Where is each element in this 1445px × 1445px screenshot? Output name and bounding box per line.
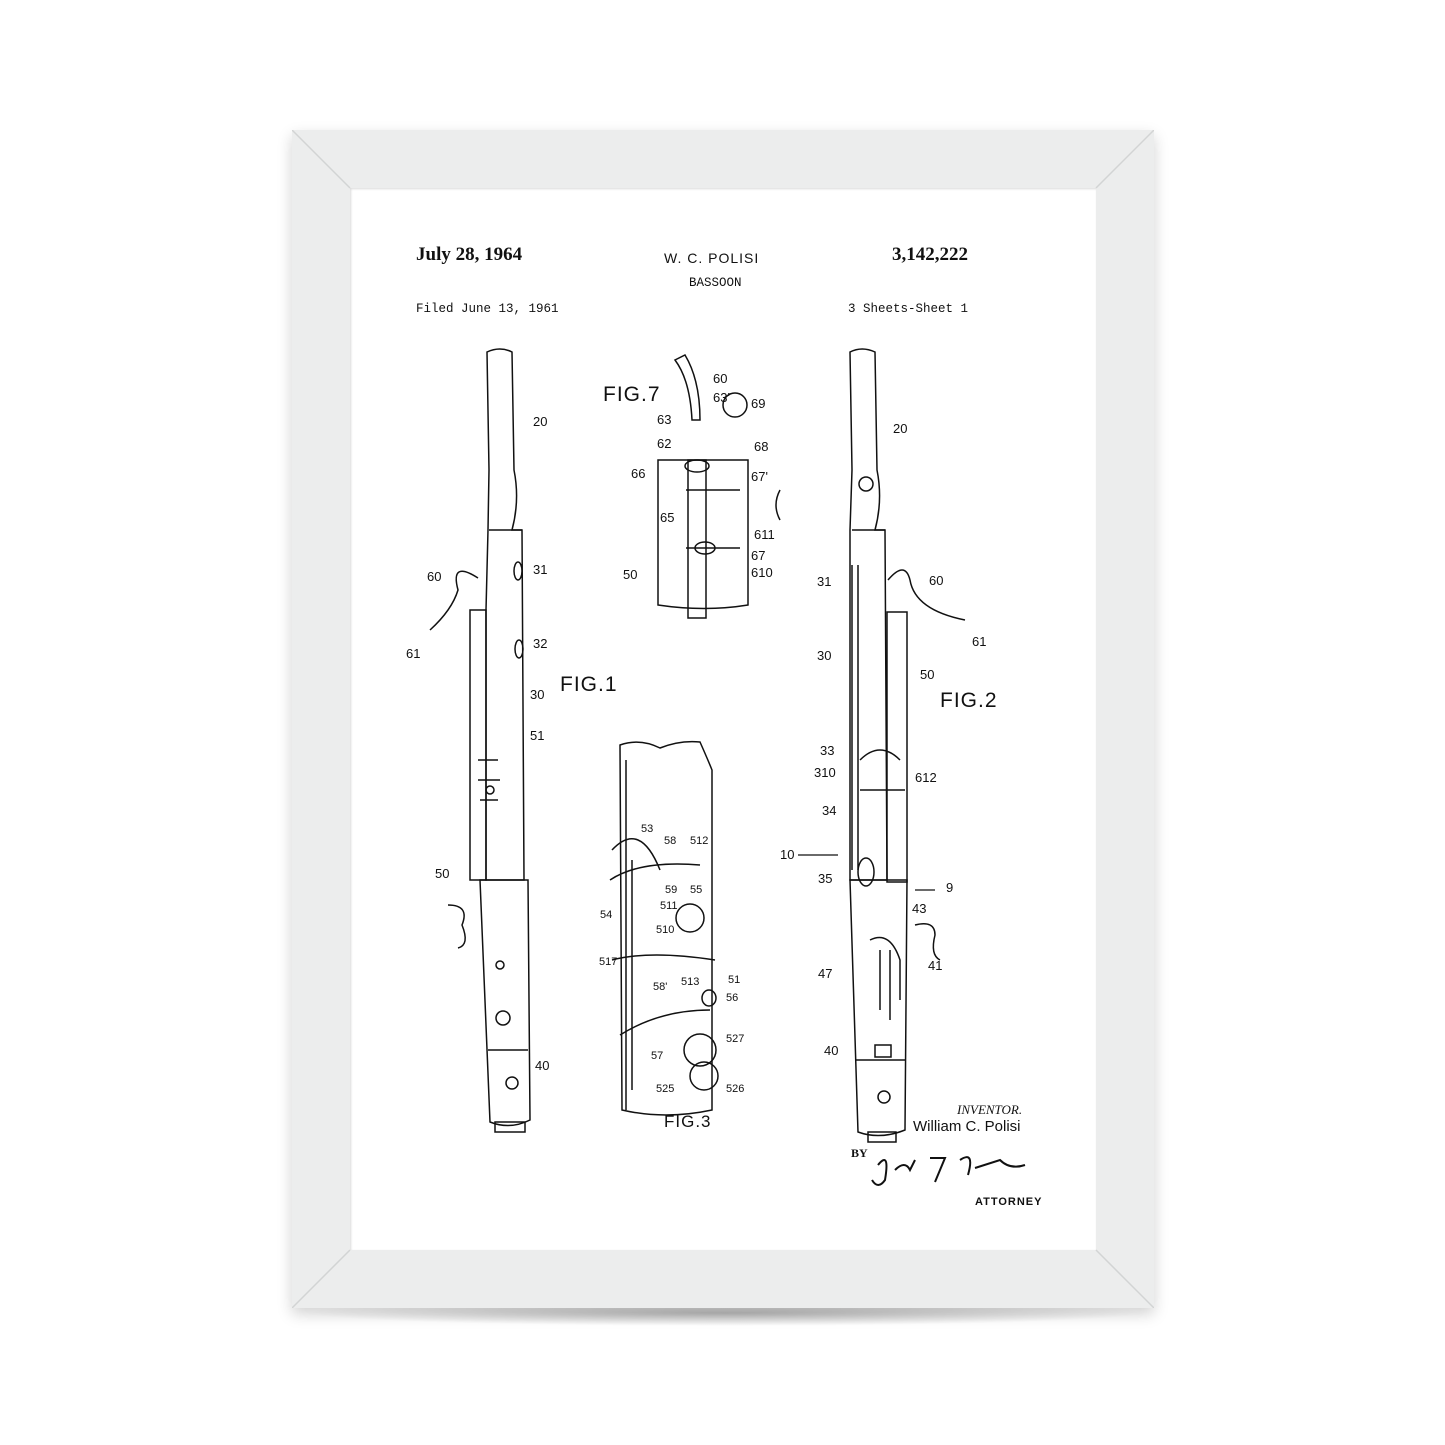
fig2-label: 30 xyxy=(817,648,832,663)
inventor-caption: INVENTOR. xyxy=(957,1102,1023,1117)
fig2-label: 10 xyxy=(780,847,795,862)
patent-date: July 28, 1964 xyxy=(416,244,523,265)
fig1-label: 51 xyxy=(530,728,545,743)
fig7-label: 67' xyxy=(751,469,768,484)
fig7-detail-drawing xyxy=(657,354,781,619)
fig7-label: 63' xyxy=(713,390,730,405)
fig2-label: 60 xyxy=(929,573,944,588)
fig1-label: 20 xyxy=(533,414,548,429)
fig1-label: 40 xyxy=(535,1058,550,1073)
fig1-label: 31 xyxy=(533,562,548,577)
fig2-label: 34 xyxy=(822,803,837,818)
fig7-label: 69 xyxy=(751,396,766,411)
fig3-label: 59 xyxy=(665,884,678,896)
fig3-label: 58' xyxy=(653,981,668,993)
fig3-label: 56 xyxy=(726,992,739,1004)
fig3-label: 53 xyxy=(641,823,654,835)
fig1-label: 30 xyxy=(530,687,545,702)
fig2-title: FIG.2 xyxy=(940,689,998,712)
fig2-label: 47 xyxy=(818,966,833,981)
fig3-label: 57 xyxy=(651,1050,664,1062)
fig2-label: 9 xyxy=(946,880,954,895)
fig3-label: 517 xyxy=(599,956,618,968)
fig3-label: 526 xyxy=(726,1083,745,1095)
fig3-title: FIG.3 xyxy=(664,1112,712,1131)
fig2-label: 50 xyxy=(920,667,935,682)
fig7-label: 63 xyxy=(657,412,672,427)
fig2-label: 40 xyxy=(824,1043,839,1058)
fig3-label: 54 xyxy=(600,909,613,921)
fig3-label: 55 xyxy=(690,884,703,896)
fig3-label: 513 xyxy=(681,976,700,988)
sheet-count: 3 Sheets-Sheet 1 xyxy=(848,302,969,316)
fig1-label: 60 xyxy=(427,569,442,584)
fig7-label: 65 xyxy=(660,510,675,525)
fig3-label: 51 xyxy=(728,974,741,986)
fig2-label: 20 xyxy=(893,421,908,436)
fig3-label: 58 xyxy=(664,835,677,847)
fig2-label: 61 xyxy=(972,634,987,649)
fig3-label: 525 xyxy=(656,1083,675,1095)
fig1-label: 61 xyxy=(406,646,421,661)
frame-bevel xyxy=(292,130,1154,1308)
fig2-label: 35 xyxy=(818,871,833,886)
fig3-detail-drawing xyxy=(609,740,719,1116)
by-label: BY xyxy=(851,1146,868,1160)
fig1-title: FIG.1 xyxy=(560,673,618,696)
fig2-label: 31 xyxy=(817,574,832,589)
patent-title: BASSOON xyxy=(689,276,742,290)
fig2-label: 43 xyxy=(912,901,927,916)
fig1-label: 32 xyxy=(533,636,548,651)
fig7-label: 62 xyxy=(657,436,672,451)
filed-date: Filed June 13, 1961 xyxy=(416,302,559,316)
fig2-bassoon-drawing xyxy=(849,348,966,1143)
fig1-bassoon-drawing xyxy=(429,348,531,1133)
fig7-label: 610 xyxy=(751,565,773,580)
fig3-label: 511 xyxy=(660,900,678,912)
fig7-label: 67 xyxy=(751,548,766,563)
attorney-label: ATTORNEY xyxy=(975,1196,1043,1208)
patent-sheet xyxy=(350,188,1096,1250)
patent-number: 3,142,222 xyxy=(892,244,968,265)
fig7-label: 60 xyxy=(713,371,728,386)
fig2-label: 612 xyxy=(915,770,937,785)
fig1-label: 50 xyxy=(435,866,450,881)
attorney-signature xyxy=(871,1156,1026,1186)
fig7-label: 68 xyxy=(754,439,769,454)
inventor-name: William C. Polisi xyxy=(913,1118,1021,1135)
fig7-label: 611 xyxy=(754,527,775,542)
fig3-label: 510 xyxy=(656,924,675,936)
fig7-label: 50 xyxy=(623,567,638,582)
fig3-label: 512 xyxy=(690,835,709,847)
fig2-label: 310 xyxy=(814,765,836,780)
fig2-label: 41 xyxy=(928,958,943,973)
inventor-short: W. C. POLISI xyxy=(664,250,760,266)
fig3-label: 527 xyxy=(726,1033,745,1045)
fig7-label: 66 xyxy=(631,466,646,481)
fig7-title: FIG.7 xyxy=(603,383,661,406)
fig2-label: 33 xyxy=(820,743,835,758)
arrows xyxy=(798,854,935,891)
